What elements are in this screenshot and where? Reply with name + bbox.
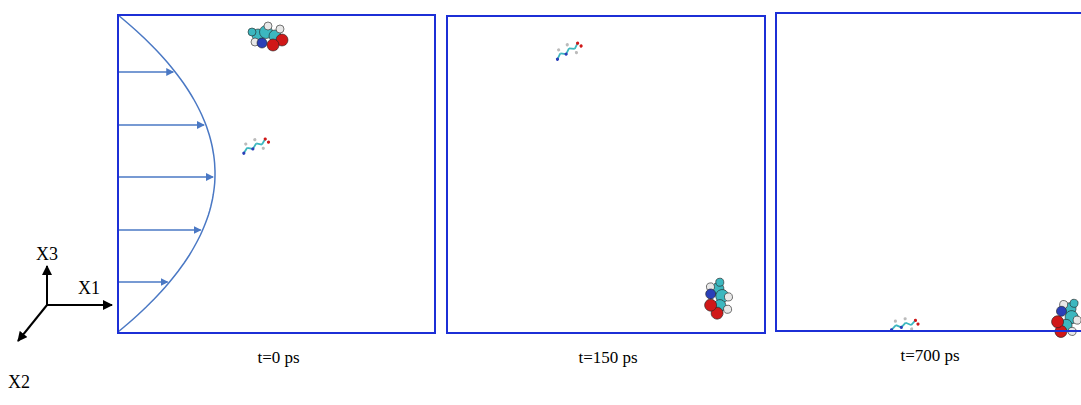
axis-label: X2 — [8, 372, 30, 393]
velocity-profile — [118, 15, 215, 332]
axis-label: X1 — [78, 278, 100, 299]
time-label: t=150 ps — [448, 348, 768, 368]
simulation-box: t=150 ps — [446, 15, 766, 334]
simulation-box: t=0 ps — [117, 14, 436, 334]
simulation-box: t=700 ps — [775, 12, 1081, 332]
time-label: t=0 ps — [119, 348, 438, 368]
molecules — [239, 22, 1081, 341]
axes — [18, 266, 112, 341]
axis-label: X3 — [36, 244, 58, 265]
time-label: t=700 ps — [777, 346, 1081, 366]
